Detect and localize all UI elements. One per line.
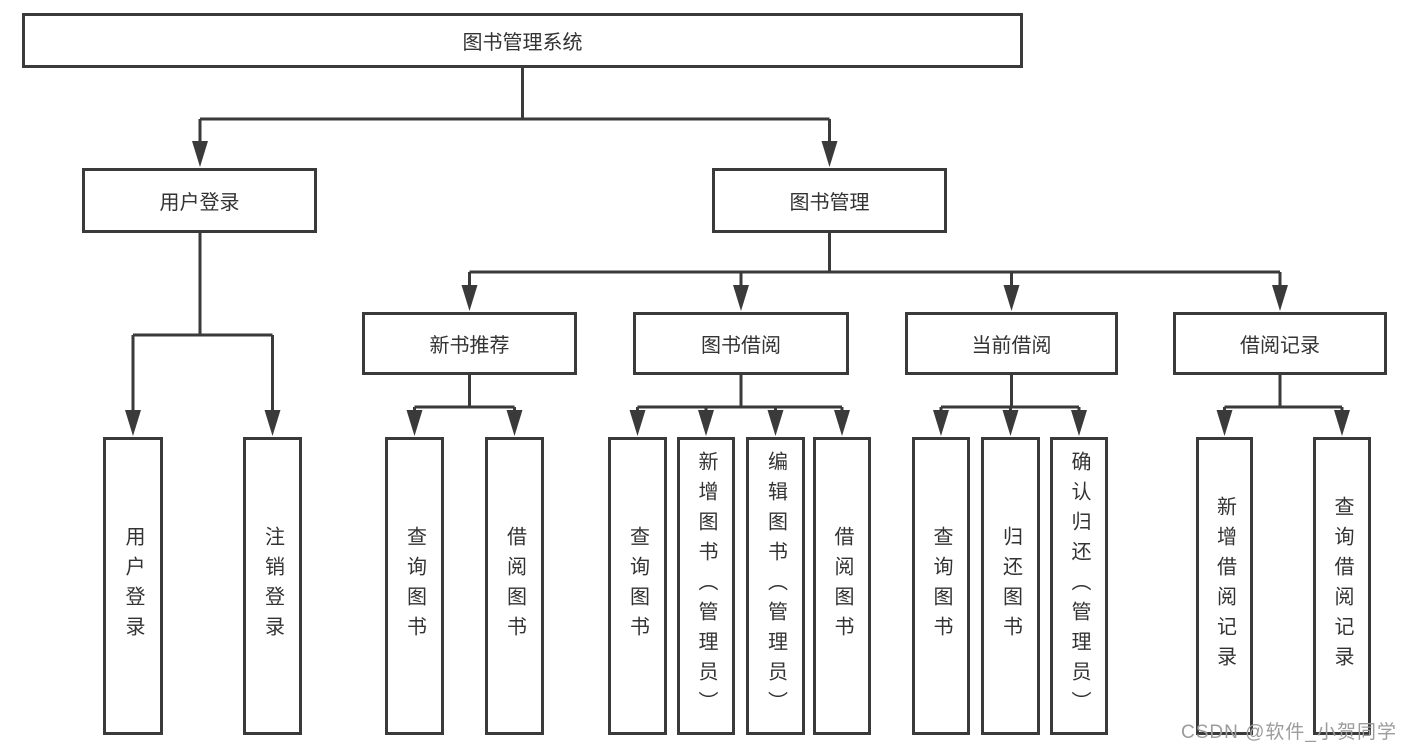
leaf-edit-books-admin: 编辑图书（管理员） [746, 437, 805, 735]
leaf-logout: 注销登录 [243, 437, 302, 735]
node-current-borrow: 当前借阅 [905, 312, 1118, 375]
leaf-label: 借阅图书 [831, 526, 853, 646]
leaf-label: 新增图书（管理员） [695, 451, 717, 721]
leaf-return-books: 归还图书 [981, 437, 1040, 735]
leaf-query-books-borrow: 查询图书 [608, 437, 667, 735]
node-user-login: 用户登录 [82, 168, 317, 233]
node-book-borrow-label: 图书借阅 [701, 335, 781, 357]
leaf-label: 确认归还（管理员） [1068, 451, 1090, 721]
node-borrow-record-label: 借阅记录 [1240, 335, 1320, 357]
leaf-borrow-books: 借阅图书 [813, 437, 871, 735]
node-user-login-label: 用户登录 [159, 192, 240, 214]
leaf-label: 查询图书 [930, 526, 952, 646]
watermark: CSDN @软件_小贺同学 [1181, 722, 1397, 743]
node-root-label: 图书管理系统 [462, 32, 583, 54]
node-new-book-recommend-label: 新书推荐 [429, 335, 510, 357]
node-new-book-recommend: 新书推荐 [362, 312, 577, 375]
leaf-label: 编辑图书（管理员） [764, 451, 787, 721]
leaf-query-books-recommend: 查询图书 [385, 437, 444, 735]
node-book-management: 图书管理 [712, 168, 947, 233]
leaf-user-login: 用户登录 [103, 437, 163, 735]
leaf-query-borrow-record: 查询借阅记录 [1313, 437, 1371, 735]
leaf-borrow-books-recommend: 借阅图书 [485, 437, 544, 735]
leaf-add-books-admin: 新增图书（管理员） [677, 437, 735, 735]
leaf-label: 新增借阅记录 [1213, 496, 1236, 676]
node-book-borrow: 图书借阅 [633, 312, 849, 375]
node-root: 图书管理系统 [22, 13, 1023, 68]
node-current-borrow-label: 当前借阅 [971, 335, 1052, 357]
leaf-label: 查询借阅记录 [1331, 496, 1353, 676]
leaf-add-borrow-record: 新增借阅记录 [1196, 437, 1253, 735]
leaf-label: 查询图书 [626, 526, 649, 646]
leaf-confirm-return-admin: 确认归还（管理员） [1050, 437, 1108, 735]
leaf-label: 查询图书 [403, 526, 426, 646]
leaf-label: 归还图书 [999, 526, 1022, 646]
node-borrow-record: 借阅记录 [1173, 312, 1387, 375]
leaf-label: 用户登录 [122, 526, 144, 646]
leaf-query-books-current: 查询图书 [912, 437, 970, 735]
leaf-label: 借阅图书 [503, 526, 526, 646]
node-book-management-label: 图书管理 [789, 192, 870, 214]
leaf-label: 注销登录 [261, 526, 284, 646]
